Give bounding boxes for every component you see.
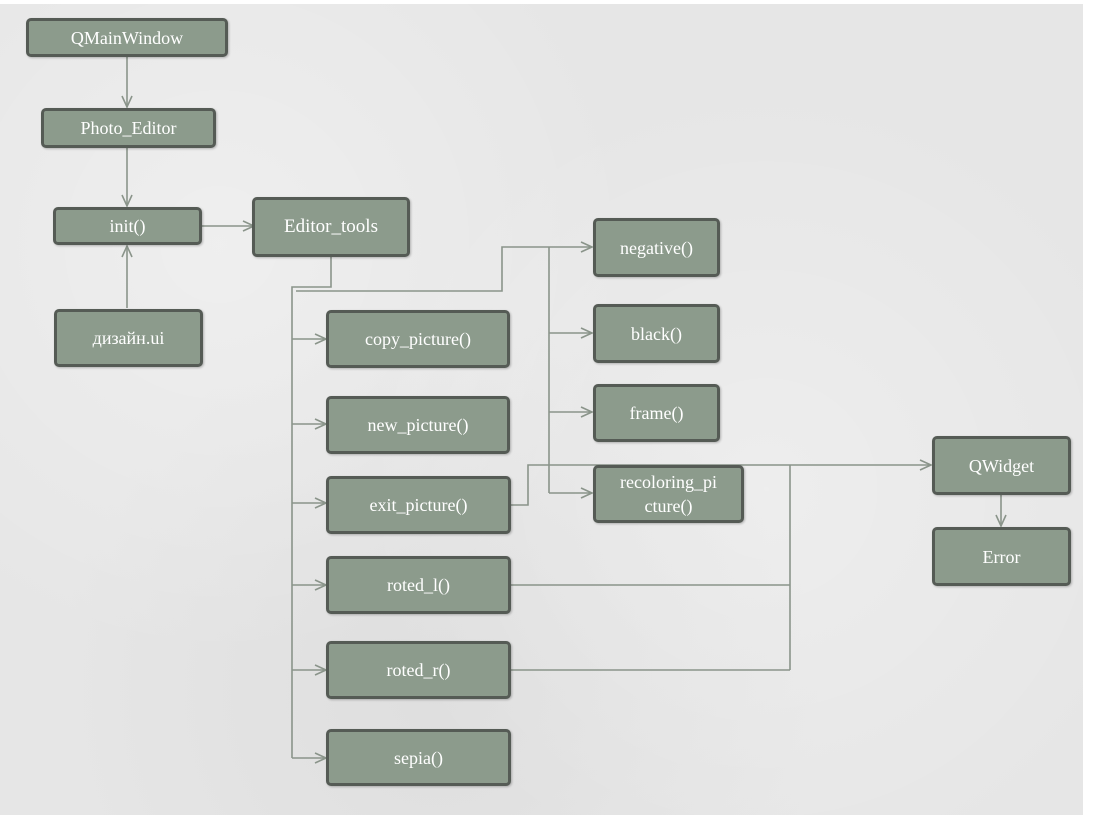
node-sepia-label: sepia() — [394, 747, 443, 768]
node-qwidget-label: QWidget — [968, 455, 1035, 476]
node-init: init() — [53, 207, 202, 245]
node-qwidget: QWidget — [932, 436, 1071, 495]
node-sepia: sepia() — [326, 729, 511, 786]
node-photo-editor-label: Photo_Editor — [80, 118, 177, 138]
node-roted-r: roted_r() — [326, 641, 511, 699]
node-roted-l: roted_l() — [326, 556, 511, 614]
node-recoloring-picture-label: recoloring_pi cture() — [620, 472, 717, 516]
node-recoloring-picture: recoloring_pi cture() — [593, 465, 744, 523]
edge-editor-tools-filters — [296, 241, 594, 292]
node-roted-r-label: roted_r() — [386, 660, 451, 680]
node-error: Error — [932, 527, 1071, 586]
node-negative-label: negative() — [620, 237, 693, 258]
node-black-label: black() — [631, 323, 682, 344]
node-editor-tools: Editor_tools — [252, 197, 410, 257]
node-design-ui-label: дизайн.ui — [92, 328, 165, 348]
node-design-ui: дизайн.ui — [54, 309, 203, 367]
node-copy-picture: copy_picture() — [326, 310, 510, 368]
node-editor-tools-label: Editor_tools — [284, 216, 378, 237]
node-exit-picture-label: exit_picture() — [369, 495, 468, 515]
right-border — [1083, 0, 1095, 815]
node-qmainwindow: QMainWindow — [26, 18, 228, 57]
node-roted-l-label: roted_l() — [387, 575, 450, 595]
node-black: black() — [593, 304, 720, 363]
node-photo-editor: Photo_Editor — [41, 108, 216, 148]
node-copy-picture-label: copy_picture() — [365, 329, 471, 349]
node-error-label: Error — [982, 546, 1021, 567]
edge-editor-tools-trunk — [291, 257, 332, 758]
node-new-picture-label: new_picture() — [367, 415, 469, 435]
node-new-picture: new_picture() — [326, 396, 510, 454]
node-frame: frame() — [593, 384, 720, 442]
node-qmainwindow-label: QMainWindow — [70, 27, 184, 48]
top-border — [0, 0, 1095, 4]
node-init-label: init() — [109, 216, 146, 236]
node-exit-picture: exit_picture() — [326, 476, 511, 534]
node-negative: negative() — [593, 218, 720, 277]
node-frame-label: frame() — [629, 403, 684, 423]
